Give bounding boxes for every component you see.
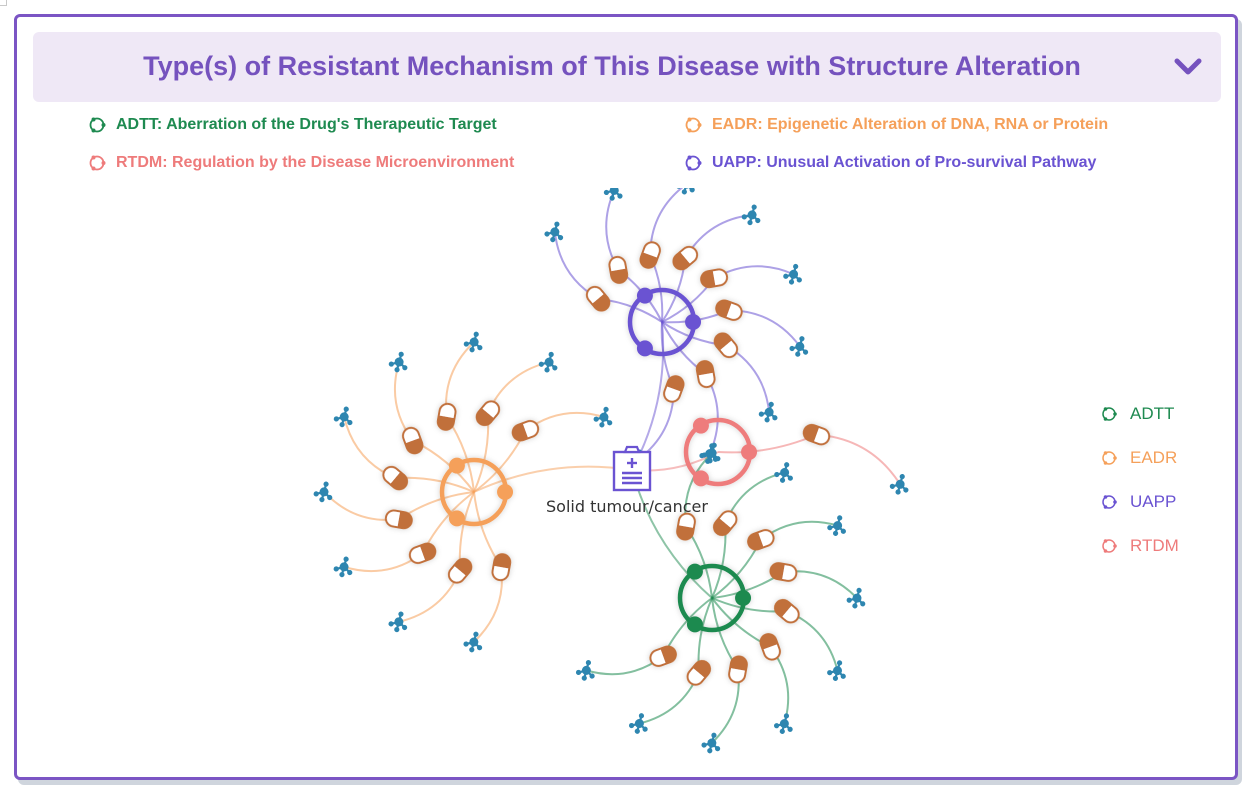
corner-mark — [0, 0, 7, 6]
target-node[interactable] — [592, 404, 616, 429]
legend-label-adtt: ADTT: Aberration of the Drug's Therapeut… — [116, 116, 497, 133]
side-legend-label: EADR — [1130, 448, 1178, 467]
target-node[interactable] — [788, 334, 812, 359]
drug-node[interactable] — [638, 240, 662, 270]
mechanism-hub-uapp[interactable] — [627, 287, 702, 357]
target-node[interactable] — [543, 219, 567, 244]
target-node[interactable] — [312, 479, 336, 504]
legend-item-uapp: UAPP: Unusual Activation of Pro-survival… — [684, 154, 1096, 172]
target-node[interactable] — [700, 440, 724, 465]
target-node[interactable] — [700, 730, 724, 755]
drug-node[interactable] — [491, 553, 512, 582]
cycle-icon-uapp — [685, 155, 702, 171]
drug-node[interactable] — [608, 255, 629, 284]
legend-item-rtdm: RTDM: Regulation by the Disease Microenv… — [88, 154, 514, 172]
drug-node[interactable] — [772, 597, 802, 626]
drug-node[interactable] — [711, 508, 740, 538]
legend-label-eadr: EADR: Epigenetic Alteration of DNA, RNA … — [712, 116, 1109, 133]
side-legend-label: RTDM — [1130, 536, 1179, 555]
drug-node[interactable] — [510, 419, 540, 443]
cycle-icon — [1102, 451, 1117, 465]
drug-node[interactable] — [802, 423, 832, 447]
cycle-icon-adtt — [89, 117, 106, 133]
target-node[interactable] — [845, 585, 869, 610]
drug-node[interactable] — [473, 398, 502, 428]
disease-node-label: Solid tumour/cancer — [546, 497, 708, 516]
nodes — [312, 171, 912, 755]
drug-node[interactable] — [700, 268, 729, 289]
drug-node[interactable] — [384, 509, 413, 530]
drug-node[interactable] — [728, 655, 748, 684]
cycle-icon — [1102, 495, 1117, 509]
cycle-icon — [1102, 539, 1117, 553]
side-legend-label: ADTT — [1130, 404, 1175, 423]
target-node[interactable] — [574, 658, 598, 683]
drug-node[interactable] — [436, 402, 457, 431]
legend-item-adtt: ADTT: Aberration of the Drug's Therapeut… — [88, 116, 497, 134]
drug-node[interactable] — [711, 330, 740, 360]
target-node[interactable] — [772, 711, 796, 736]
drug-node[interactable] — [446, 556, 475, 586]
link-drug-target — [816, 433, 901, 485]
drug-node[interactable] — [584, 284, 613, 314]
target-node[interactable] — [825, 658, 849, 683]
drug-node[interactable] — [648, 644, 678, 668]
side-legend-eadr[interactable]: EADR — [1100, 436, 1179, 480]
mechanism-hub-eadr[interactable] — [439, 457, 514, 527]
target-node[interactable] — [462, 329, 486, 354]
mechanism-panel: Type(s) of Resistant Mechanism of This D… — [14, 14, 1238, 780]
legend-label-uapp: UAPP: Unusual Activation of Pro-survival… — [712, 154, 1097, 171]
drug-node[interactable] — [380, 464, 410, 493]
target-node[interactable] — [757, 399, 781, 424]
cycle-icon-eadr — [685, 117, 702, 133]
drug-node[interactable] — [684, 658, 713, 688]
target-node[interactable] — [602, 178, 626, 203]
target-node[interactable] — [888, 472, 912, 497]
legend-label-rtdm: RTDM: Regulation by the Disease Microenv… — [116, 154, 515, 171]
target-node[interactable] — [782, 262, 806, 287]
target-node[interactable] — [332, 404, 356, 429]
drug-node[interactable] — [714, 298, 744, 322]
drug-node[interactable] — [670, 244, 700, 273]
side-legend-adtt[interactable]: ADTT — [1100, 392, 1179, 436]
target-node[interactable] — [462, 629, 486, 654]
panel-header[interactable]: Type(s) of Resistant Mechanism of This D… — [33, 32, 1221, 102]
target-node[interactable] — [332, 554, 356, 579]
drug-node[interactable] — [769, 562, 798, 582]
side-legend-rtdm[interactable]: RTDM — [1100, 524, 1179, 568]
cycle-icon-rtdm — [89, 155, 106, 171]
side-legend-uapp[interactable]: UAPP — [1100, 480, 1179, 524]
drug-node[interactable] — [695, 360, 716, 389]
mechanism-hub-rtdm[interactable] — [683, 417, 758, 487]
target-node[interactable] — [740, 202, 764, 227]
target-node[interactable] — [537, 349, 561, 374]
side-legend-label: UAPP — [1130, 492, 1177, 511]
mechanism-hub-adtt[interactable] — [677, 563, 752, 633]
drug-node[interactable] — [746, 528, 776, 552]
legend-item-eadr: EADR: Epigenetic Alteration of DNA, RNA … — [684, 116, 1108, 134]
target-node[interactable] — [674, 171, 698, 196]
cycle-icon — [1102, 407, 1117, 421]
side-legend: ADTT EADR UAPP RTDM — [1100, 392, 1179, 568]
drug-node[interactable] — [758, 632, 782, 662]
target-node[interactable] — [627, 711, 651, 736]
drug-node[interactable] — [401, 426, 425, 456]
target-node[interactable] — [773, 460, 797, 485]
clipboard-icon[interactable] — [612, 445, 652, 492]
target-node[interactable] — [387, 349, 411, 374]
chevron-down-icon[interactable] — [1173, 55, 1203, 79]
drug-node[interactable] — [676, 512, 696, 541]
target-node[interactable] — [387, 609, 411, 634]
target-node[interactable] — [826, 513, 850, 538]
panel-title: Type(s) of Resistant Mechanism of This D… — [143, 51, 1081, 81]
link-hub-drug — [717, 433, 817, 454]
drug-node[interactable] — [408, 541, 438, 565]
drug-node[interactable] — [662, 374, 686, 404]
